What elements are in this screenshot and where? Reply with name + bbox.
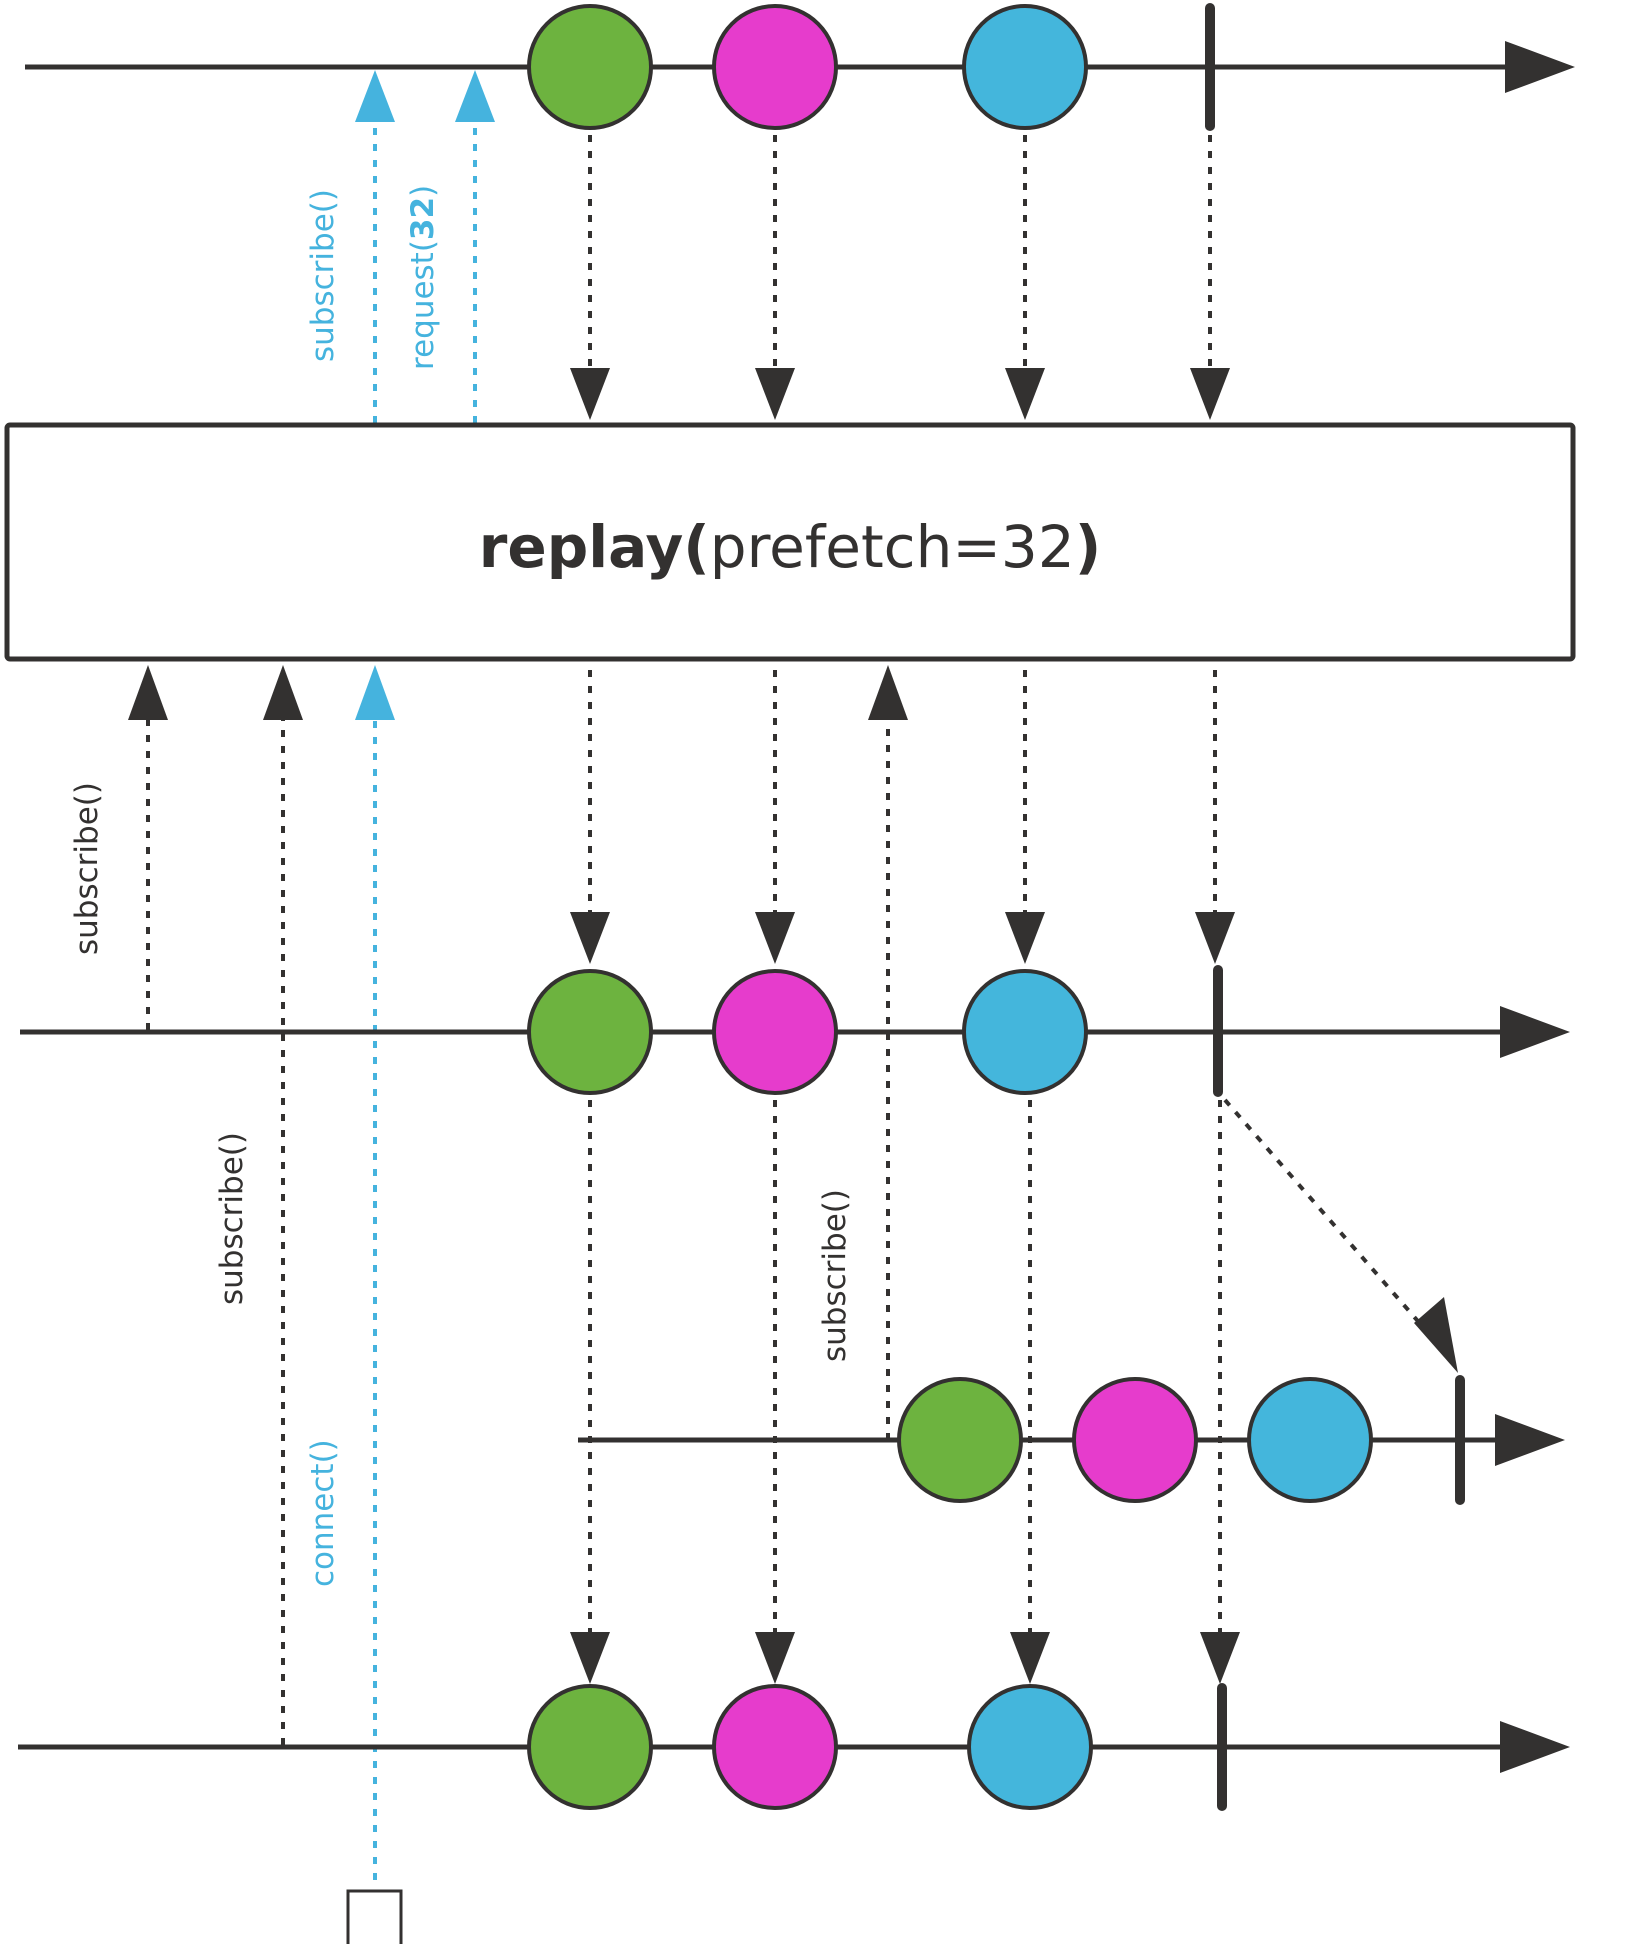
to-subscriber2-arrows	[588, 1100, 1222, 1635]
arrow-up-icon	[355, 665, 395, 720]
arrow-down-icon	[1200, 1632, 1240, 1684]
subscriber1-marble-pink	[712, 969, 838, 1095]
subscriber2-marble-blue	[967, 1684, 1093, 1810]
label-request: request(32)	[405, 185, 441, 370]
source-timeline	[25, 3, 1575, 131]
arrow-down-icon	[755, 368, 795, 420]
arrow-up-icon	[263, 665, 303, 720]
subscriber1-subscribe-signal: subscribe()	[69, 665, 168, 1030]
label-request-prefix: request(	[405, 240, 441, 370]
connect-origin-box	[346, 1889, 403, 1944]
label-subscribe-late: subscribe()	[817, 1189, 853, 1362]
late-subscriber-subscribe-signal: subscribe()	[817, 665, 908, 1440]
label-request-suffix: )	[405, 185, 441, 197]
subscriber2-marble-green	[527, 1684, 653, 1810]
source-marble-green	[527, 4, 653, 130]
operator-param: prefetch=32	[710, 513, 1075, 581]
arrow-down-icon	[1005, 368, 1045, 420]
connect-signal: connect()	[305, 665, 403, 1944]
arrow-up-icon	[355, 70, 395, 122]
label-request-value: 32	[405, 197, 441, 240]
arrow-down-icon	[570, 912, 610, 964]
late-marble-green	[897, 1377, 1023, 1503]
arrow-down-icon	[1195, 912, 1235, 964]
subscriber1-marble-green	[527, 969, 653, 1095]
arrow-up-icon	[455, 70, 495, 122]
source-to-operator-arrows	[588, 135, 1212, 370]
arrow-up-icon	[128, 665, 168, 720]
subscriber2-timeline	[18, 1683, 1570, 1811]
late-marble-blue	[1247, 1377, 1373, 1503]
arrow-down-icon	[755, 1632, 795, 1684]
operator-box: replay(prefetch=32)	[4, 422, 1576, 662]
subscriber1-timeline-arrow-icon	[1500, 1006, 1570, 1058]
arrow-down-icon	[1190, 368, 1230, 420]
source-marble-blue	[962, 4, 1088, 130]
label-subscribe-second: subscribe()	[214, 1132, 250, 1305]
late-complete-arrow	[1223, 1098, 1458, 1373]
label-connect: connect()	[305, 1439, 341, 1587]
arrow-down-icon	[1005, 912, 1045, 964]
subscriber2-timeline-arrow-icon	[1500, 1721, 1570, 1773]
subscriber1-marble-blue	[962, 969, 1088, 1095]
subscriber2-subscribe-signal: subscribe()	[214, 665, 303, 1745]
arrow-up-icon	[868, 665, 908, 720]
source-marble-pink	[712, 4, 838, 130]
late-timeline-arrow-icon	[1495, 1414, 1565, 1466]
late-subscriber-timeline	[578, 1375, 1565, 1505]
arrow-down-icon	[570, 368, 610, 420]
source-timeline-arrow-icon	[1505, 41, 1575, 93]
arrow-diagonal-icon	[1414, 1297, 1458, 1373]
arrow-down-icon	[1010, 1632, 1050, 1684]
operator-name: replay(	[479, 513, 710, 581]
operator-label: replay(prefetch=32)	[479, 513, 1102, 581]
late-marble-pink	[1072, 1377, 1198, 1503]
upstream-signals: subscribe() request(32)	[305, 70, 495, 423]
operator-close: )	[1075, 513, 1102, 581]
arrow-down-icon	[755, 912, 795, 964]
label-subscribe-upstream: subscribe()	[305, 189, 341, 362]
label-subscribe-first: subscribe()	[69, 782, 105, 955]
subscriber1-timeline	[20, 965, 1570, 1097]
subscriber2-marble-pink	[712, 1684, 838, 1810]
arrow-down-icon	[570, 1632, 610, 1684]
